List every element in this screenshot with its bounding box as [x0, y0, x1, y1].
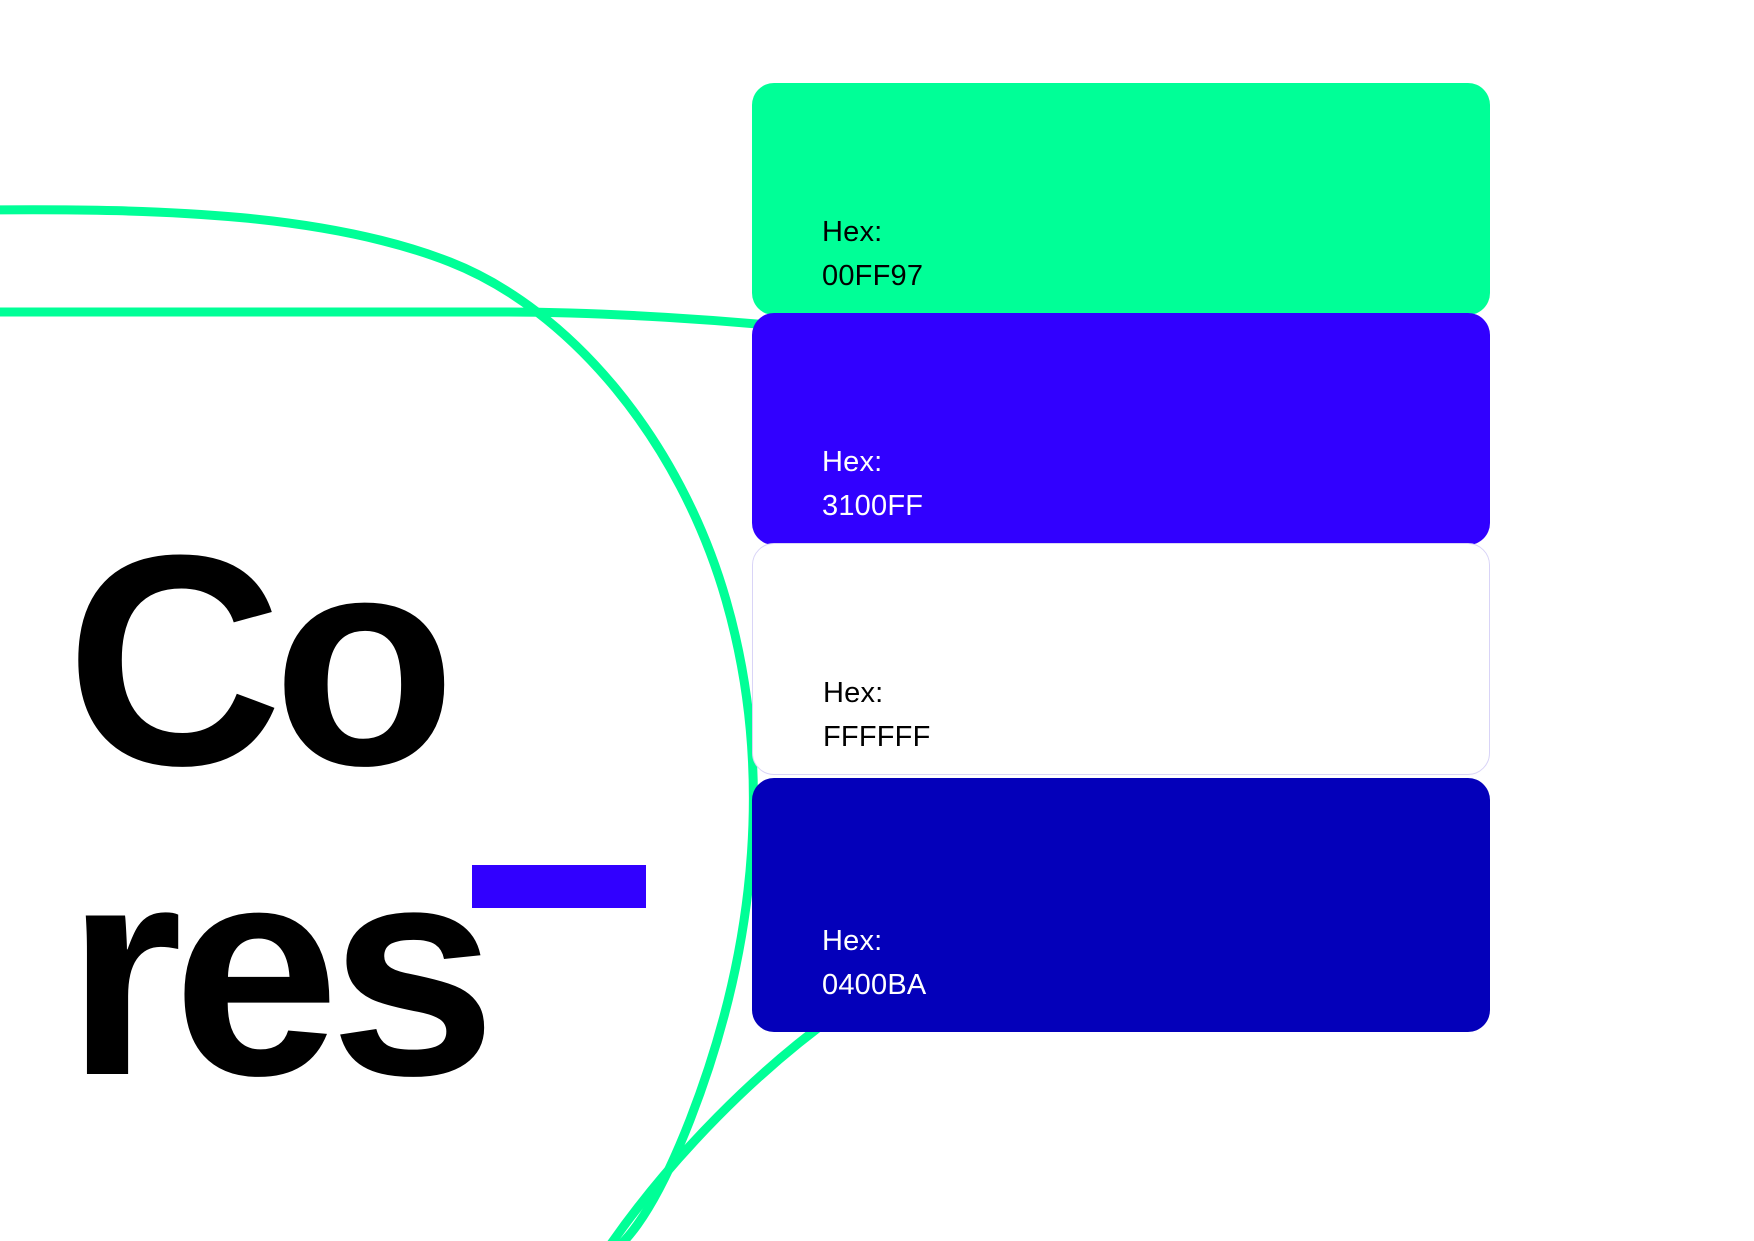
swatch-card-green[interactable]: Hex: 00FF97	[752, 83, 1490, 315]
swatch-card-stack: Hex: 00FF97 Hex: 3100FF Hex: FFFFFF Hex:…	[752, 83, 1490, 1033]
swatch-card-blue[interactable]: Hex: 3100FF	[752, 313, 1490, 545]
swatch-label-green: Hex: 00FF97	[822, 216, 924, 292]
swatch-card-white[interactable]: Hex: FFFFFF	[752, 543, 1490, 775]
swatch-label-blue: Hex: 3100FF	[822, 446, 924, 522]
swatch-card-darkblue[interactable]: Hex: 0400BA	[752, 778, 1490, 1032]
underscore-accent-bar	[472, 865, 646, 908]
wordmark-line-2: res	[66, 802, 496, 1138]
swatch-label-white: Hex: FFFFFF	[823, 677, 931, 753]
wordmark-line-1: Co	[66, 492, 456, 828]
swatch-label-darkblue: Hex: 0400BA	[822, 925, 927, 1001]
wordmark: Co res	[0, 0, 760, 1241]
